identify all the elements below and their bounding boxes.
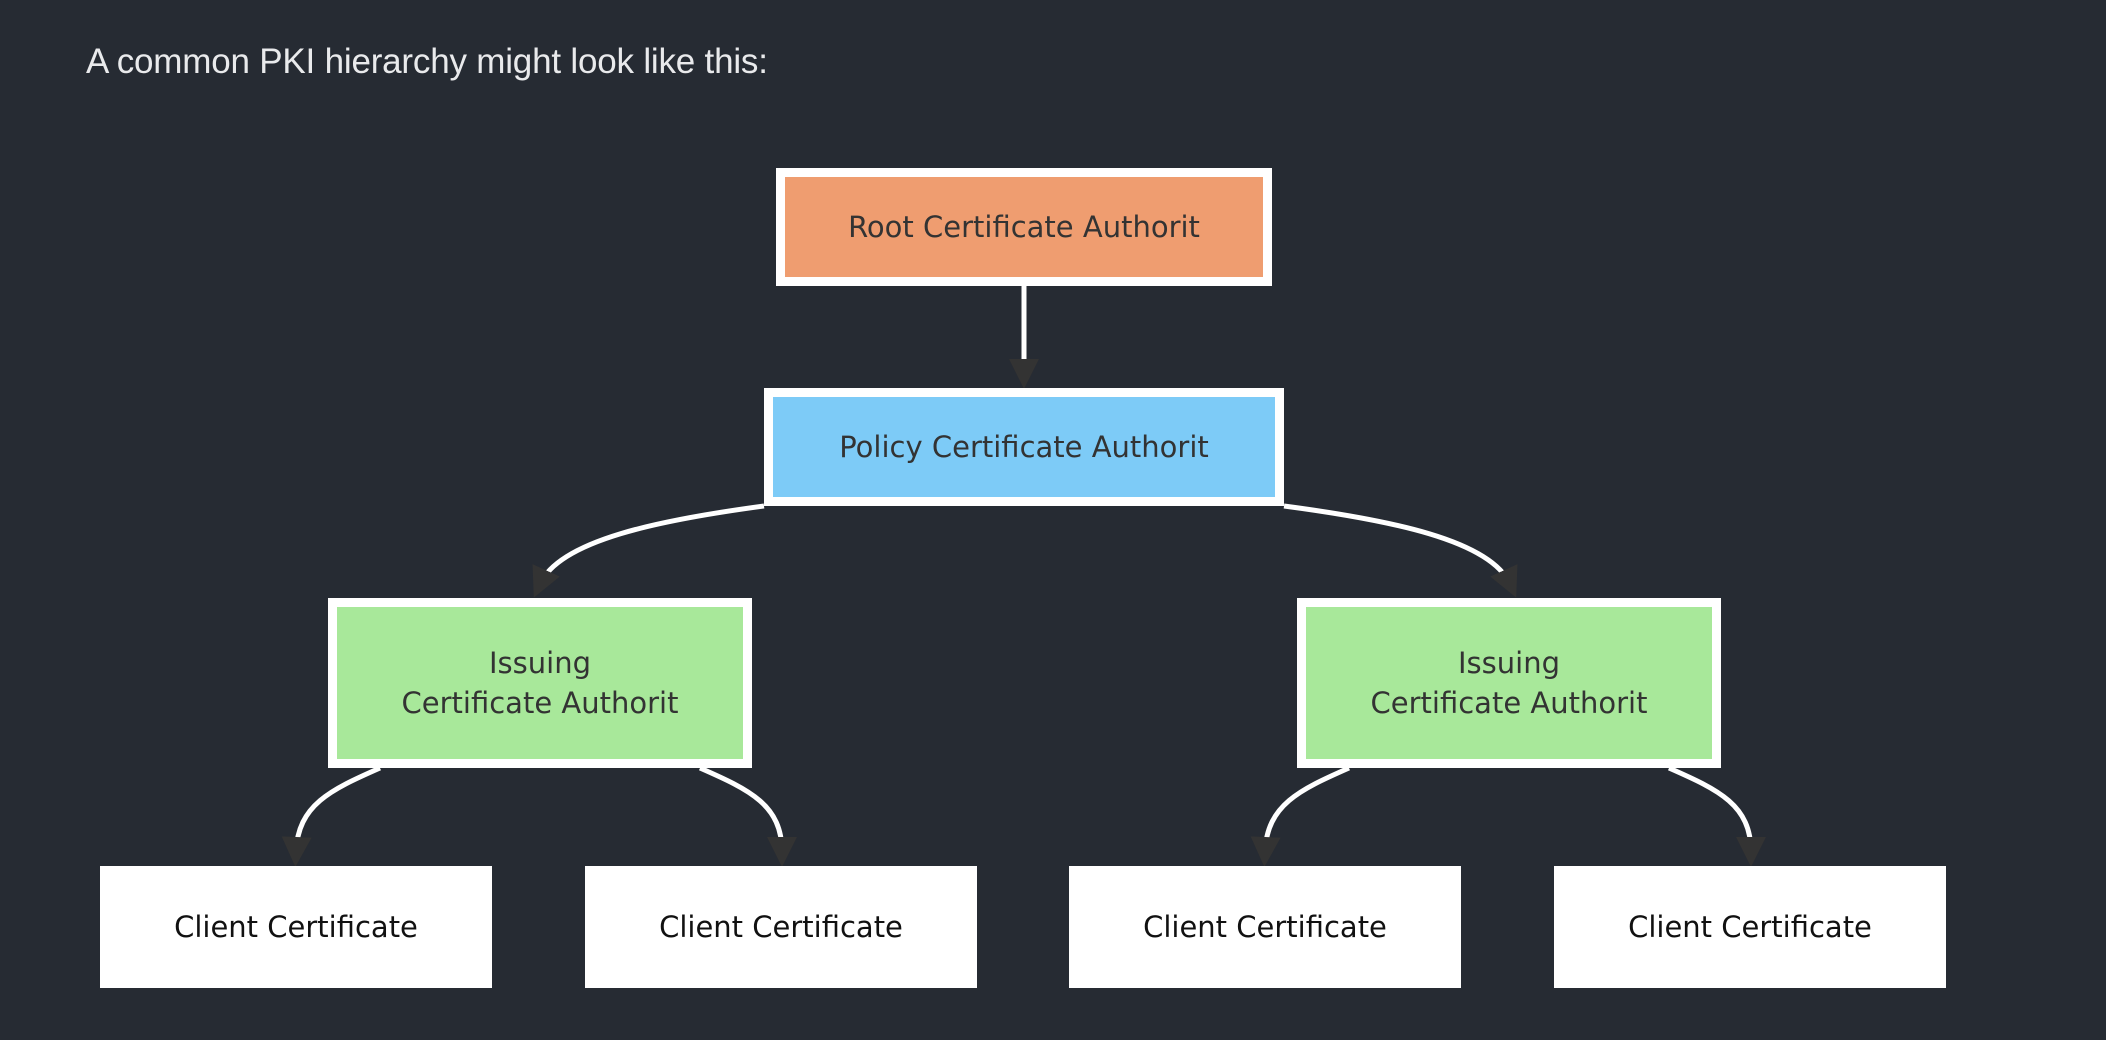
node-policy-label: Policy Certificate Authorit [839,429,1209,464]
edge-policy-to-issuing-left [532,503,765,598]
node-client-1-label: Client Certificate [174,909,418,944]
node-policy-certificate-authority[interactable]: Policy Certificate Authorit [764,388,1284,506]
node-client-3-label: Client Certificate [1143,909,1387,944]
node-issuing-certificate-authority-left[interactable]: Issuing Certificate Authorit [328,598,752,768]
node-client-4-label: Client Certificate [1628,909,1872,944]
node-root-certificate-authority[interactable]: Root Certificate Authorit [776,168,1272,286]
edge-issuing-left-to-client-2 [698,765,797,867]
node-root-label: Root Certificate Authorit [848,209,1200,244]
page-title: A common PKI hierarchy might look like t… [86,42,768,81]
edge-issuing-left-to-client-1 [281,765,382,867]
edge-policy-to-issuing-right [1283,503,1518,598]
node-client-certificate-3[interactable]: Client Certificate [1069,866,1461,988]
node-issuing-right-fill: Issuing Certificate Authorit [1306,607,1712,759]
node-client-certificate-1[interactable]: Client Certificate [100,866,492,988]
node-issuing-left-label: Issuing Certificate Authorit [401,645,679,720]
node-policy-fill: Policy Certificate Authorit [773,397,1275,497]
node-issuing-certificate-authority-right[interactable]: Issuing Certificate Authorit [1297,598,1721,768]
node-client-certificate-2[interactable]: Client Certificate [585,866,977,988]
node-client-2-label: Client Certificate [659,909,903,944]
node-root-fill: Root Certificate Authorit [785,177,1263,277]
node-issuing-right-label: Issuing Certificate Authorit [1370,645,1648,720]
node-client-certificate-4[interactable]: Client Certificate [1554,866,1946,988]
edge-issuing-right-to-client-3 [1250,765,1351,867]
node-issuing-left-fill: Issuing Certificate Authorit [337,607,743,759]
edge-issuing-right-to-client-4 [1667,765,1766,867]
